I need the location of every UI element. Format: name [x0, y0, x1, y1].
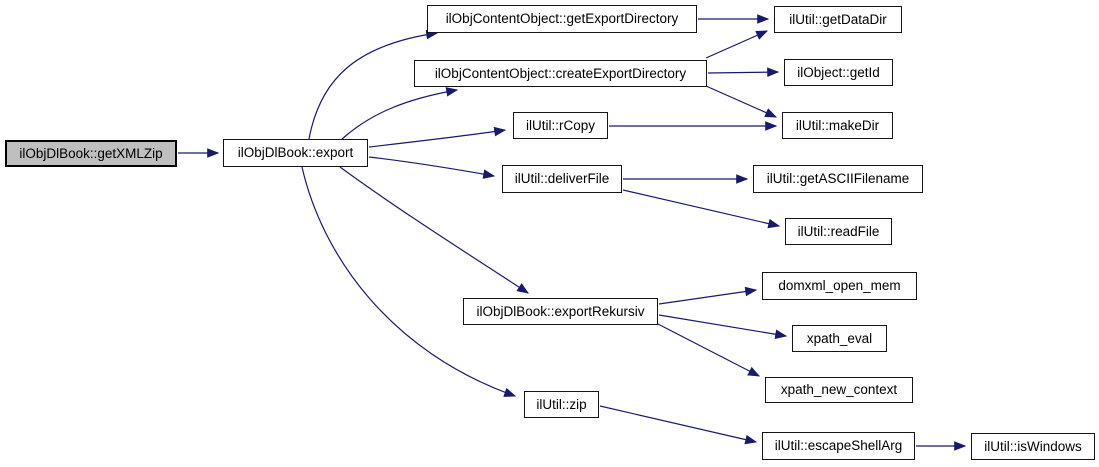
- edge-zip-to-escapeShellArg: [599, 405, 758, 445]
- node-deliverFile[interactable]: ilUtil::deliverFile: [502, 165, 622, 193]
- node-getASCIIFilename[interactable]: ilUtil::getASCIIFilename: [753, 165, 923, 193]
- node-createExportDirectory[interactable]: ilObjContentObject::createExportDirector…: [414, 60, 707, 87]
- edge-exportRekursiv-to-xpath_eval: [658, 314, 788, 339]
- node-getDataDir[interactable]: ilUtil::getDataDir: [774, 6, 902, 33]
- edge-createExportDirectory-to-getDataDir: [705, 30, 769, 59]
- node-xpath_new_context[interactable]: xpath_new_context: [765, 377, 913, 403]
- node-escapeShellArg[interactable]: ilUtil::escapeShellArg: [762, 432, 915, 460]
- node-getExportDirectory[interactable]: ilObjContentObject::getExportDirectory: [427, 5, 697, 33]
- node-getXMLZip: ilObjDlBook::getXMLZip: [5, 140, 177, 167]
- node-getId[interactable]: ilObject::getId: [784, 59, 893, 86]
- node-xpath_eval[interactable]: xpath_eval: [792, 325, 887, 352]
- edge-export-to-exportRekursiv: [339, 166, 530, 294]
- node-exportRekursiv[interactable]: ilObjDlBook::exportRekursiv: [463, 298, 658, 325]
- edge-exportRekursiv-to-xpath_new_context: [655, 322, 761, 377]
- edge-exportRekursiv-to-domxml_open_mem: [658, 286, 758, 305]
- edge-export-to-zip: [301, 166, 517, 397]
- node-domxml_open_mem[interactable]: domxml_open_mem: [762, 272, 917, 300]
- node-isWindows[interactable]: ilUtil::isWindows: [971, 433, 1095, 460]
- edge-export-to-deliverFile: [368, 156, 496, 179]
- edge-createExportDirectory-to-getId: [707, 67, 780, 77]
- edge-export-to-rCopy: [368, 126, 507, 148]
- edge-export-to-createExportDirectory: [341, 87, 459, 140]
- node-readFile[interactable]: ilUtil::readFile: [785, 218, 892, 245]
- edge-export-to-getExportDirectory: [308, 29, 439, 140]
- node-makeDir[interactable]: ilUtil::makeDir: [782, 112, 893, 139]
- node-zip[interactable]: ilUtil::zip: [524, 391, 599, 418]
- node-export[interactable]: ilObjDlBook::export: [223, 139, 368, 167]
- edge-deliverFile-to-readFile: [622, 189, 781, 229]
- node-rCopy[interactable]: ilUtil::rCopy: [513, 112, 608, 139]
- edge-createExportDirectory-to-makeDir: [705, 85, 778, 118]
